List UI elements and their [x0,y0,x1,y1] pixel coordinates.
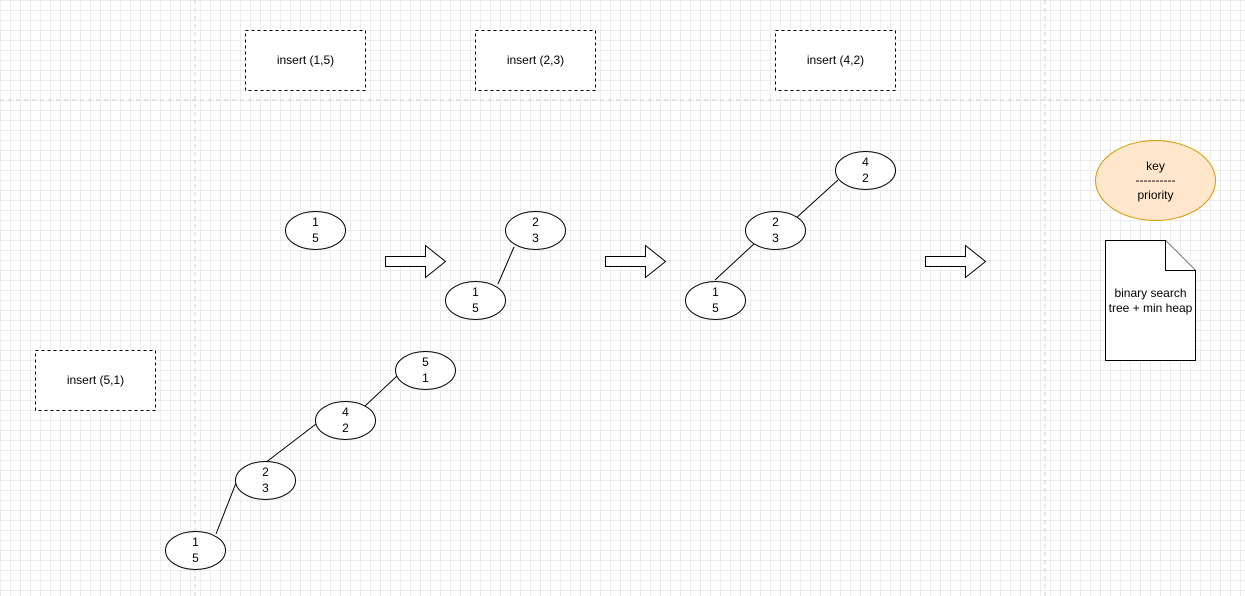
node-key: 4 [862,155,869,169]
note-fold [1165,240,1196,271]
tree-node[interactable]: 1 5 [165,531,226,570]
tree-node[interactable]: 1 5 [445,281,506,320]
insert-box-4[interactable]: insert (5,1) [35,350,156,411]
insert-label-4: insert (5,1) [67,373,124,387]
tree-node[interactable]: 2 3 [235,461,296,500]
node-key: 2 [532,215,539,229]
node-priority: 5 [312,231,319,245]
tree-node[interactable]: 2 3 [505,211,566,250]
tree-node[interactable]: 1 5 [285,211,346,250]
node-key: 1 [472,285,479,299]
tree-edge [794,179,839,220]
tree-edge [714,242,756,281]
tree-node[interactable]: 2 3 [745,211,806,250]
tree-edge [215,482,237,535]
node-priority: 3 [532,231,539,245]
node-priority: 3 [772,231,779,245]
insert-box-3[interactable]: insert (4,2) [775,30,896,91]
node-priority: 2 [862,171,869,185]
legend-ellipse [1095,140,1216,221]
node-key: 1 [712,285,719,299]
tree-edge [264,423,317,464]
tree-node[interactable]: 5 1 [395,351,456,390]
node-priority: 5 [472,301,479,315]
tree-edge [364,375,398,407]
legend-separator: ---------- [1136,173,1176,187]
description-note[interactable]: binary search tree + min heap [1105,240,1196,361]
node-priority: 5 [192,551,199,565]
insert-box-2[interactable]: insert (2,3) [475,30,596,91]
note-line-2: tree + min heap [1109,301,1193,315]
tree-node[interactable]: 1 5 [685,281,746,320]
step-arrow-2 [605,244,667,279]
node-key: 4 [342,405,349,419]
node-priority: 1 [422,371,429,385]
node-key: 5 [422,355,429,369]
node-key: 2 [262,465,269,479]
node-key: 1 [312,215,319,229]
insert-label-2: insert (2,3) [507,53,564,67]
legend-node[interactable]: key ---------- priority [1095,140,1216,221]
insert-box-1[interactable]: insert (1,5) [245,30,366,91]
legend-priority-label: priority [1137,188,1173,202]
insert-label-1: insert (1,5) [277,53,334,67]
treap-after-insert-2: 2 3 1 5 [445,211,566,320]
node-key: 1 [192,535,199,549]
step-arrow-3 [925,244,987,279]
node-priority: 2 [342,421,349,435]
note-line-1: binary search [1114,286,1186,300]
tree-edge [497,246,515,285]
node-priority: 5 [712,301,719,315]
legend-key-label: key [1146,159,1165,173]
node-priority: 3 [262,481,269,495]
insert-label-3: insert (4,2) [807,53,864,67]
step-arrow-1 [385,244,447,279]
tree-node[interactable]: 4 2 [835,151,896,190]
node-key: 2 [772,215,779,229]
treap-after-insert-4: 5 1 4 2 2 3 1 5 [165,351,456,570]
treap-after-insert-1: 1 5 [285,211,346,250]
tree-node[interactable]: 4 2 [315,401,376,440]
treap-after-insert-3: 4 2 2 3 1 5 [685,151,896,320]
